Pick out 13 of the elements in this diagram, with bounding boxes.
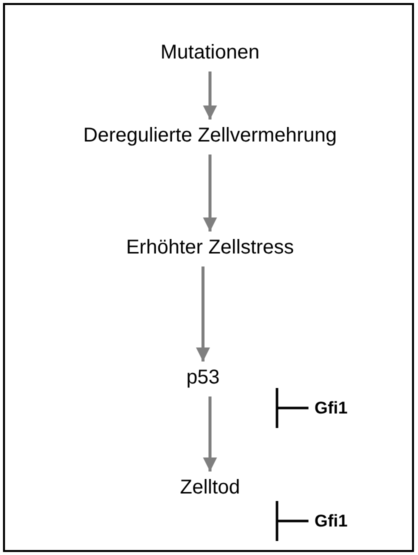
arrow [203,72,217,120]
inhibitor-label: Gfi1 [314,397,348,419]
arrow [203,154,217,232]
inhibitor-label: Gfi1 [314,510,348,532]
inhibition-line [276,386,308,430]
step-label: Deregulierte Zellvermehrung [83,124,337,148]
step-label: p53 [186,366,220,390]
step-label: Mutationen [160,40,260,66]
step-label: Zelltod [180,476,240,500]
arrow [196,266,210,362]
step-label: Erhöhter Zellstress [126,236,294,260]
inhibition-line [276,500,308,542]
arrow [203,396,217,472]
